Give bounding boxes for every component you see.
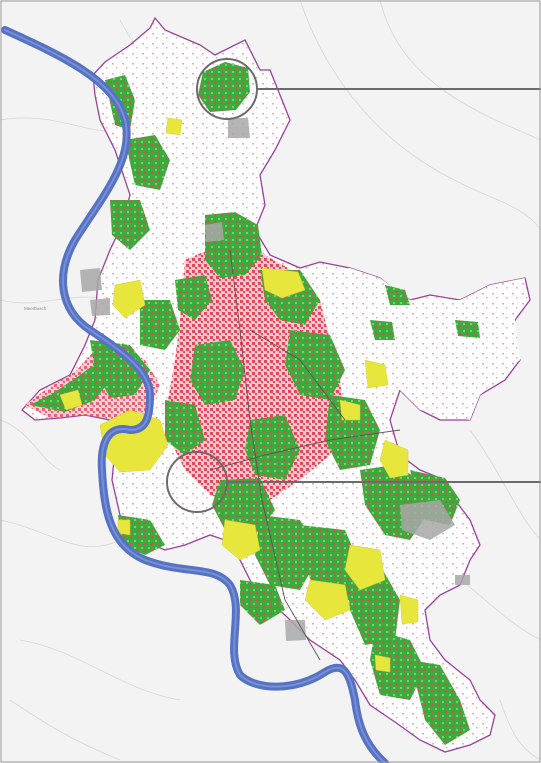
industrial-areas [80,118,470,641]
place-label-west: Meerbusch [24,306,47,311]
open-land [59,117,419,673]
river-rhine-highlight [4,29,386,763]
railway-lines [209,249,401,661]
east-district [300,268,525,420]
